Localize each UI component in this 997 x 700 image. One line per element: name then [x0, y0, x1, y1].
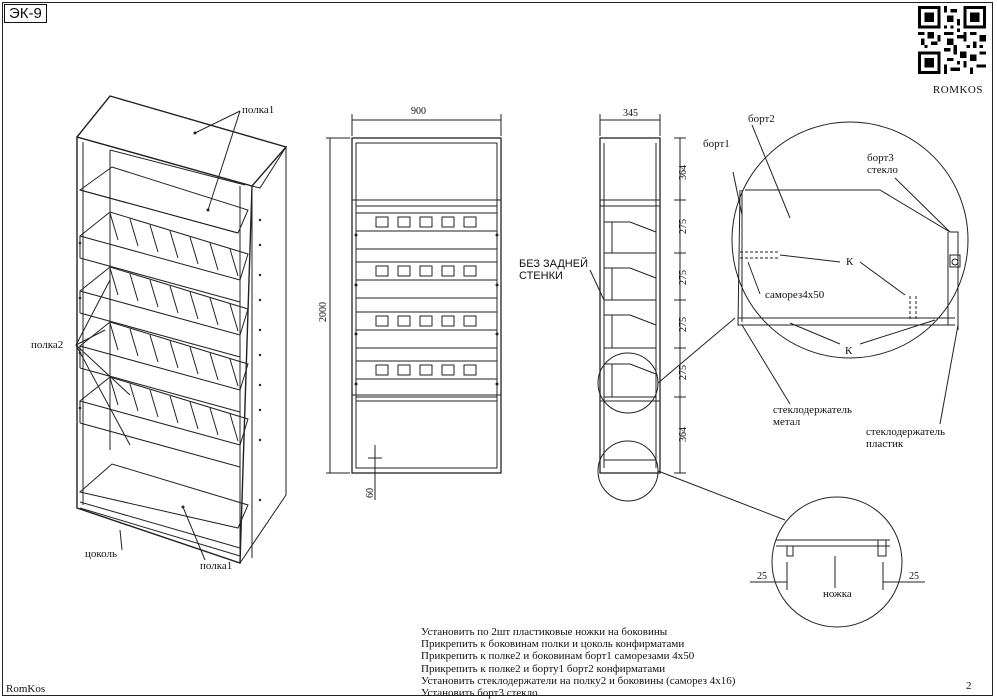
foot-dim-left: 25	[757, 571, 767, 582]
front-height-dim: 2000	[318, 302, 329, 322]
foot-dim-right: 25	[909, 571, 919, 582]
front-view	[326, 114, 502, 500]
side-seg-2: 275	[678, 219, 689, 234]
detail-label-bort3: борт3	[867, 152, 894, 164]
iso-label-shelf1-bottom: полка1	[200, 560, 233, 572]
iso-label-shelf1-top: полка1	[242, 104, 275, 116]
detail-label-glass: стекло	[867, 164, 898, 176]
detail-label-bort2: борт2	[748, 113, 775, 125]
detail-label-screw: саморез4х50	[765, 289, 825, 301]
side-seg-5: 275	[678, 365, 689, 380]
detail-label-bort1: борт1	[703, 138, 730, 150]
detail-label-holder-plastic-1: стеклодержатель	[866, 426, 945, 438]
detail-label-holder-plastic-2: пластик	[866, 438, 904, 450]
author-label: RomKos	[6, 683, 46, 695]
foot-label: ножка	[823, 588, 852, 600]
no-back-panel-note-1: БЕЗ ЗАДНЕЙ	[519, 258, 588, 270]
instruction-line: Прикрепить к полке2 и боковинам борт1 са…	[421, 650, 695, 663]
side-seg-3: 275	[678, 270, 689, 285]
instruction-line: Установить стеклодержатели на полку2 и б…	[421, 674, 736, 687]
isometric-view	[75, 95, 288, 564]
side-depth-dim: 345	[623, 108, 638, 119]
side-seg-4: 275	[678, 317, 689, 332]
iso-label-base: цоколь	[85, 548, 118, 560]
detail-label-k-top: К	[846, 256, 854, 268]
instruction-line: Установить по 2шт пластиковые ножки на б…	[421, 626, 668, 638]
brand-label: ROMKOS	[932, 84, 983, 96]
detail-label-k-bottom: К	[845, 345, 853, 357]
side-seg-6: 364	[678, 427, 689, 442]
qr-code	[918, 6, 986, 74]
instruction-line: Установить борт3 стекло	[421, 687, 538, 700]
side-seg-1: 364	[678, 165, 689, 180]
assembly-instructions: Установить по 2шт пластиковые ножки на б…	[421, 626, 735, 699]
instruction-line: Прикрепить к боковинам полки и цоколь ко…	[421, 638, 685, 651]
foot-detail-view	[750, 496, 925, 628]
detail-label-holder-metal-1: стеклодержатель	[773, 404, 852, 416]
instruction-line: Прикрепить к полке2 и борту1 борт2 конфи…	[421, 662, 666, 675]
drawing-code: ЭК-9	[4, 4, 47, 23]
detail-view	[731, 121, 969, 425]
front-width-dim: 900	[411, 106, 426, 117]
iso-label-shelf2: полка2	[31, 339, 64, 351]
no-back-panel-note-2: СТЕНКИ	[519, 270, 563, 282]
front-base-dim: 60	[365, 488, 376, 498]
detail-label-holder-metal-2: метал	[773, 416, 801, 428]
side-view	[589, 114, 786, 521]
page-number: 2	[966, 680, 972, 692]
